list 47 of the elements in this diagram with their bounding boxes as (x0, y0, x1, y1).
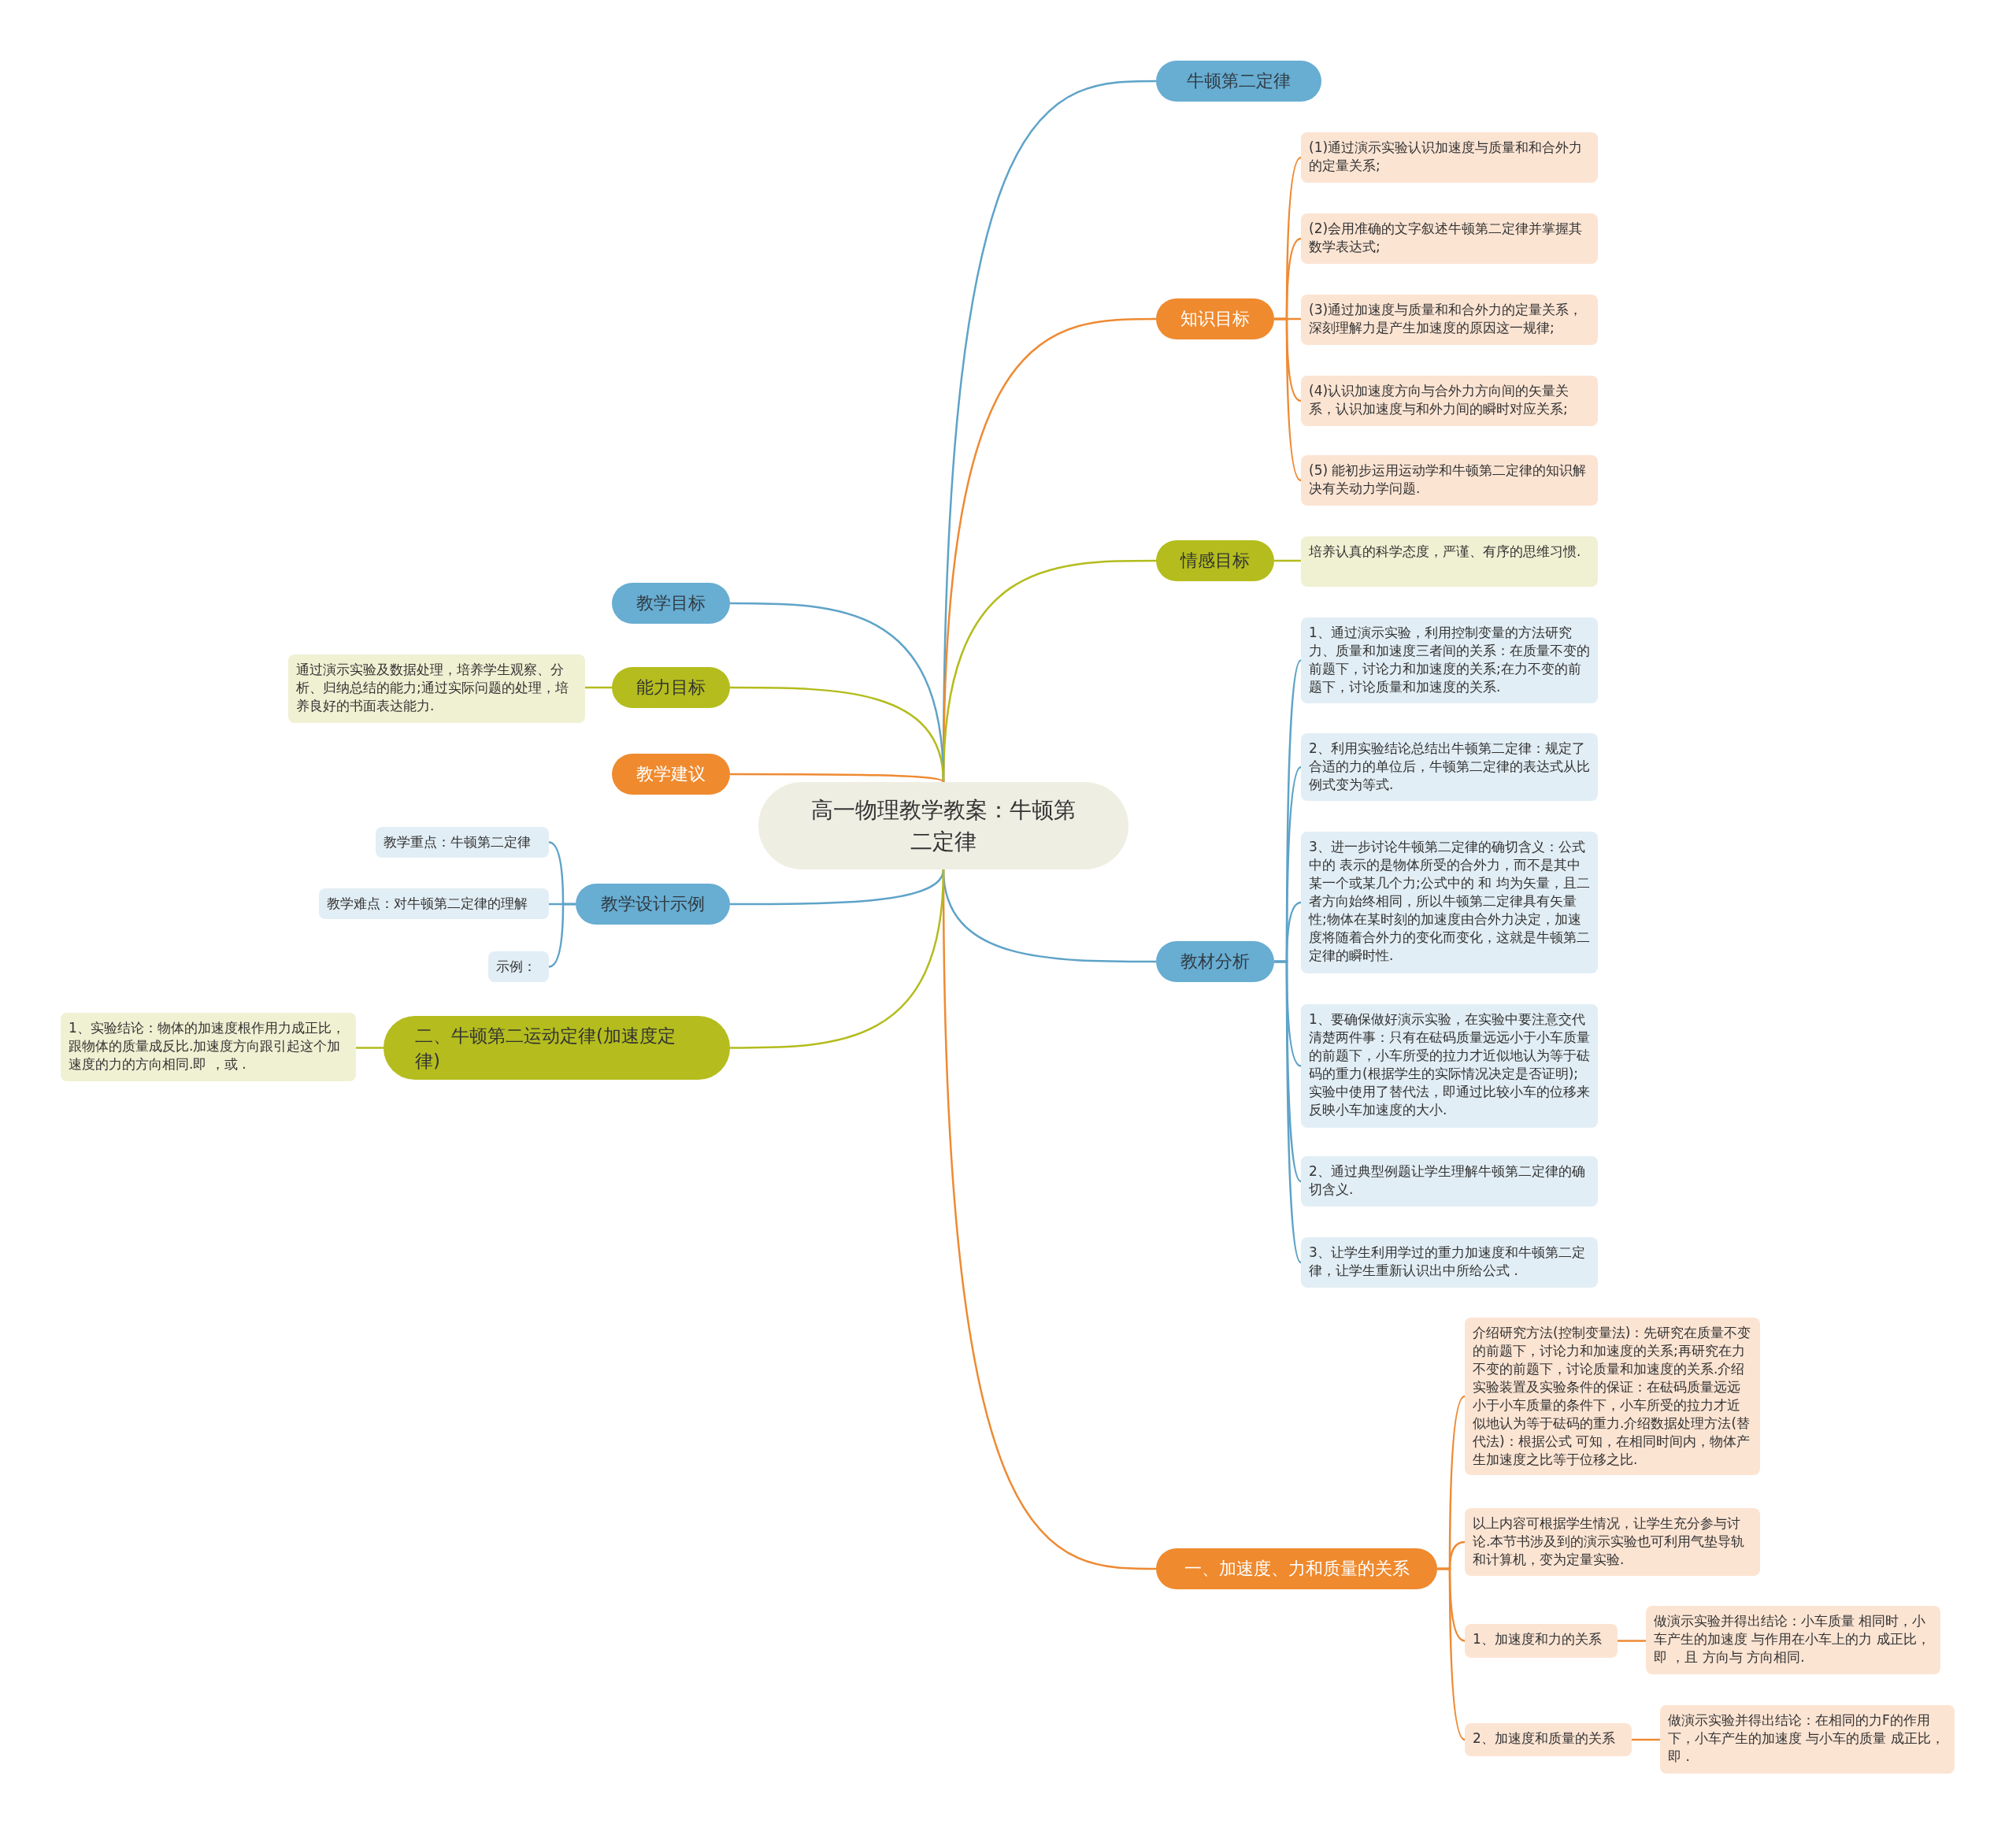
connector-line (548, 903, 576, 968)
topic-pill: 教学建议 (612, 754, 730, 795)
topic-pill: 教学设计示例 (576, 884, 730, 925)
note-box: 做演示实验并得出结论：小车质量 相同时，小车产生的加速度 与作用在小车上的力 成正比，即 ，且 方向与 方向相同. (1646, 1606, 1940, 1674)
note-box: 通过演示实验及数据处理，培养学生观察、分析、归纳总结的能力;通过实际问题的处理，培养良好的书面表达能力. (288, 654, 585, 723)
connector-line (730, 686, 945, 783)
note-box: 示例： (488, 951, 549, 982)
topic-pill: 情感目标 (1156, 540, 1274, 581)
note-box: (1)通过演示实验认识加速度与质量和和合外力的定量关系; (1301, 132, 1598, 183)
note-box: (3)通过加速度与质量和和合外力的定量关系，深刻理解力是产生加速度的原因这一规律; (1301, 295, 1598, 345)
note-box: 介绍研究方法(控制变量法)：先研究在质量不变的前题下，讨论力和加速度的关系;再研究在力不变的前题下，讨论质量和加速度的关系.介绍实验装置及实验条件的保证：在砝码质量远远小于小车质量的条件下，小车所受的拉力才近似地认为等于砝码的重力.介绍数据处理方法(替代法)：根据公式 可知，在相同时间内，物体产生加速度之比等于位移之比. (1465, 1318, 1760, 1475)
note-box: 3、让学生利用学过的重力加速度和牛顿第二定律，让学生重新认识出中所给公式 . (1301, 1237, 1598, 1288)
connector-line (1274, 559, 1301, 562)
note-box: 教学重点：牛顿第二定律 (376, 827, 549, 858)
connector-line (1632, 1738, 1660, 1741)
connector-line (356, 1047, 384, 1049)
connector-line (1274, 960, 1302, 1263)
connector-line (1274, 317, 1302, 482)
connector-line (730, 773, 944, 783)
central-topic: 高一物理教学教案：牛顿第二定律 (758, 782, 1128, 869)
note-box: 1、加速度和力的关系 (1465, 1624, 1618, 1658)
note-box: 培养认真的科学态度，严谨、有序的思维习惯. (1301, 536, 1598, 587)
connector-line (1618, 1640, 1646, 1642)
note-box: 做演示实验并得出结论：在相同的力F的作用下，小车产生的加速度 与小车的质量 成正比，即 . (1660, 1705, 1955, 1774)
connector-line (1437, 1567, 1466, 1741)
note-box: 3、进一步讨论牛顿第二定律的确切含义：公式中的 表示的是物体所受的合外力，而不是其中某一个或某几个力;公式中的 和 均为矢量，且二者方向始终相同，所以牛顿第二定律具有矢量性;物体在某时刻的加速度由合外力决定，加速度将随着合外力的变化而变化，这就是牛顿第二定律的瞬时性. (1301, 832, 1598, 973)
note-box: (2)会用准确的文字叙述牛顿第二定律并掌握其数学表达式; (1301, 213, 1598, 264)
note-box: 以上内容可根据学生情况，让学生充分参与讨论.本节书涉及到的演示实验也可利用气垫导轨和计算机，变为定量实验. (1465, 1508, 1760, 1576)
topic-pill: 牛顿第二定律 (1156, 61, 1321, 102)
note-box: 教学难点：对牛顿第二定律的理解 (319, 888, 549, 919)
note-box: (4)认识加速度方向与合外力方向间的矢量关系，认识加速度与和外力间的瞬时对应关系; (1301, 376, 1598, 426)
topic-pill: 教材分析 (1156, 941, 1274, 982)
topic-pill: 教学目标 (612, 583, 730, 624)
topic-pill: 知识目标 (1156, 298, 1274, 339)
note-box: 2、利用实验结论总结出牛顿第二定律：规定了合适的力的单位后，牛顿第二定律的表达式从比例式变为等式. (1301, 733, 1598, 801)
note-box: 2、通过典型例题让学生理解牛顿第二定律的确切含义. (1301, 1156, 1598, 1207)
note-box: 1、实验结论：物体的加速度根作用力成正比，跟物体的质量成反比.加速度方向跟引起这个加速度的力的方向相同.即 ，或 . (61, 1013, 356, 1081)
topic-pill: 二、牛顿第二运动定律(加速度定律) (384, 1016, 730, 1080)
connector-line (730, 869, 945, 906)
topic-pill: 能力目标 (612, 667, 730, 708)
connector-line (585, 686, 612, 689)
note-box: 2、加速度和质量的关系 (1465, 1723, 1632, 1756)
connector-line (730, 869, 945, 1049)
topic-pill: 一、加速度、力和质量的关系 (1156, 1548, 1437, 1589)
note-box: (5) 能初步运用运动学和牛顿第二定律的知识解决有关动力学问题. (1301, 455, 1598, 506)
note-box: 1、要确保做好演示实验，在实验中要注意交代清楚两件事：只有在砝码质量远远小于小车质量的前题下，小车所受的拉力才近似地认为等于砝码的重力(根据学生的实际情况决定是否证明);实验中使用了替代法，即通过比较小车的位移来反映小车加速度的大小. (1301, 1004, 1598, 1128)
note-box: 1、通过演示实验，利用控制变量的方法研究力、质量和加速度三者间的关系：在质量不变的前题下，讨论力和加速度的关系;在力不变的前题下，讨论质量和加速度的关系. (1301, 617, 1598, 703)
